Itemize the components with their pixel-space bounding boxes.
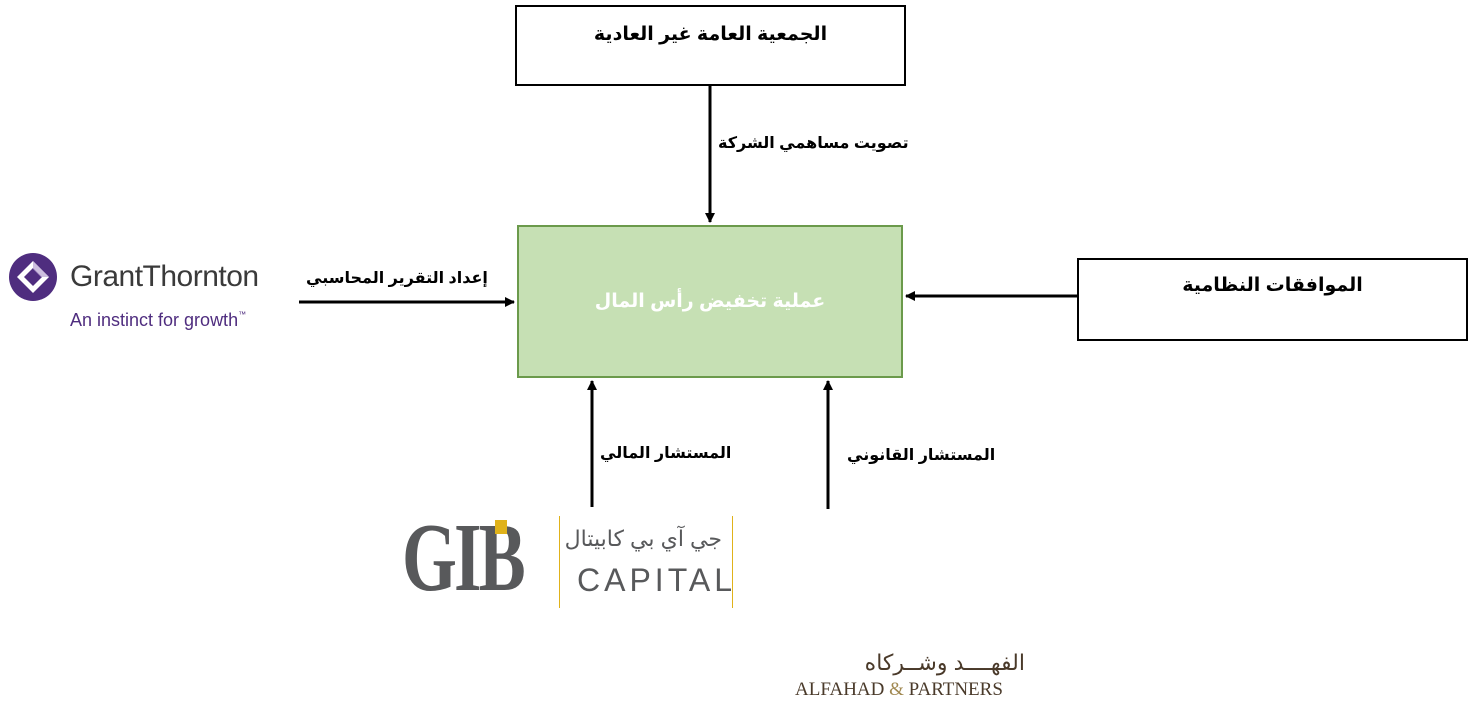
capital-reduction-label: عملية تخفيض رأس المال bbox=[594, 291, 826, 312]
gib-capital-logo: GIB جي آي بي كابيتال CAPITAL bbox=[402, 504, 742, 612]
alfahad-amp: & bbox=[889, 679, 904, 700]
shareholder-vote-label: تصويت مساهمي الشركة bbox=[718, 135, 909, 152]
financial-advisor-label: المستشار المالي bbox=[600, 445, 732, 462]
regulatory-approvals-label: الموافقات النظامية bbox=[1182, 275, 1363, 296]
grant-thornton-logo: GrantThornton An instinct for growth™ bbox=[8, 252, 283, 332]
alfahad-arabic-name: الفهــــد وشــركاه bbox=[864, 650, 1025, 675]
gib-divider-right bbox=[732, 516, 733, 608]
capital-reduction-process-box: عملية تخفيض رأس المال bbox=[517, 225, 903, 378]
alfahad-latin-1: ALFAHAD bbox=[795, 679, 885, 700]
grant-thornton-tm: ™ bbox=[238, 310, 247, 319]
grant-thornton-mark-icon bbox=[9, 253, 57, 301]
general-assembly-label: الجمعية العامة غير العادية bbox=[593, 24, 828, 45]
grant-thornton-tagline-text: An instinct for growth bbox=[70, 310, 239, 330]
grant-thornton-tagline: An instinct for growth™ bbox=[70, 310, 246, 331]
alfahad-latin-name: ALFAHAD & PARTNERS bbox=[795, 679, 1003, 701]
accounting-report-label: إعداد التقرير المحاسبي bbox=[306, 270, 488, 287]
grant-thornton-name: GrantThornton bbox=[70, 260, 259, 293]
alfahad-partners-logo: الفهــــد وشــركاه ALFAHAD & PARTNERS bbox=[795, 650, 1035, 704]
legal-advisor-label: المستشار القانوني bbox=[847, 447, 996, 464]
alfahad-latin-2: PARTNERS bbox=[908, 679, 1003, 700]
general-assembly-box: الجمعية العامة غير العادية bbox=[515, 5, 906, 86]
gib-divider bbox=[559, 516, 560, 608]
gib-capital-text: CAPITAL bbox=[577, 562, 736, 598]
gib-arabic-name: جي آي بي كابيتال bbox=[564, 526, 722, 551]
regulatory-approvals-box: الموافقات النظامية bbox=[1077, 258, 1468, 341]
gib-letters: GIB bbox=[402, 504, 526, 612]
gib-accent-icon bbox=[495, 520, 507, 534]
